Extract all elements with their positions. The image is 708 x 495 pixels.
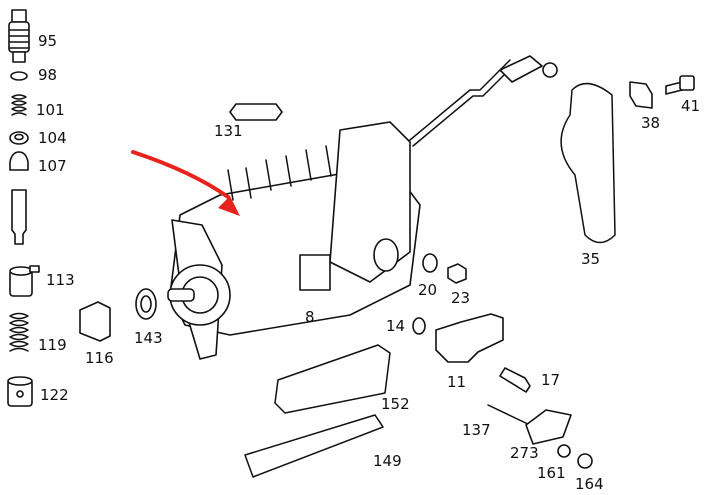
part-104-drawing: [9, 131, 29, 145]
part-label-137[interactable]: 137: [462, 421, 491, 439]
part-label-116[interactable]: 116: [85, 349, 114, 367]
part-label-11[interactable]: 11: [447, 373, 467, 391]
part-label-131[interactable]: 131: [214, 122, 243, 140]
red-arrow-head-icon: [218, 196, 240, 216]
part-label-38[interactable]: 38: [641, 114, 661, 132]
part-23-drawing: [447, 263, 467, 284]
part-113-drawing: [9, 265, 40, 297]
part-143-drawing: [135, 288, 157, 320]
part-label-98[interactable]: 98: [38, 66, 58, 84]
red-arrow-icon: [131, 150, 230, 199]
part-95-drawing: [8, 9, 30, 63]
part-164-drawing: [577, 453, 593, 469]
part-label-161[interactable]: 161: [537, 464, 566, 482]
part-label-95[interactable]: 95: [38, 32, 58, 50]
part-131-drawing: [229, 103, 283, 121]
part-107-drawing: [9, 151, 29, 171]
part-41-drawing: [665, 75, 695, 95]
part-label-149[interactable]: 149: [373, 452, 402, 470]
part-101-drawing: [11, 94, 27, 116]
part-38-drawing: [629, 81, 653, 109]
part-label-41[interactable]: 41: [681, 97, 701, 115]
part-119-drawing: [9, 312, 29, 352]
part-label-113[interactable]: 113: [46, 271, 75, 289]
part-label-119[interactable]: 119: [38, 336, 67, 354]
part-152-gasket-drawing: [274, 344, 391, 414]
part-label-8[interactable]: 8: [305, 308, 315, 326]
part-label-104[interactable]: 104: [38, 129, 67, 147]
part-14-drawing: [412, 317, 426, 335]
part-label-152[interactable]: 152: [381, 395, 410, 413]
valve-drawing: [11, 189, 27, 245]
part-label-35[interactable]: 35: [581, 250, 601, 268]
part-20-drawing: [422, 253, 438, 273]
part-137-drawing: [487, 404, 531, 426]
part-label-273[interactable]: 273: [510, 444, 539, 462]
part-122-drawing: [7, 376, 33, 407]
part-label-17[interactable]: 17: [541, 371, 561, 389]
part-label-122[interactable]: 122: [40, 386, 69, 404]
part-273-drawing: [525, 409, 572, 445]
part-label-143[interactable]: 143: [134, 329, 163, 347]
part-35-gasket-drawing: [560, 82, 616, 244]
part-98-drawing: [10, 71, 28, 81]
part-label-23[interactable]: 23: [451, 289, 471, 307]
part-161-drawing: [557, 444, 571, 458]
part-11-drawing: [435, 313, 504, 363]
part-17-drawing: [499, 367, 531, 393]
part-149-gasket-drawing: [244, 414, 384, 478]
part-label-14[interactable]: 14: [386, 317, 406, 335]
part-label-101[interactable]: 101: [36, 101, 65, 119]
part-label-164[interactable]: 164: [575, 475, 604, 493]
part-label-20[interactable]: 20: [418, 281, 438, 299]
part-label-107[interactable]: 107: [38, 157, 67, 175]
part-116-drawing: [79, 301, 111, 342]
